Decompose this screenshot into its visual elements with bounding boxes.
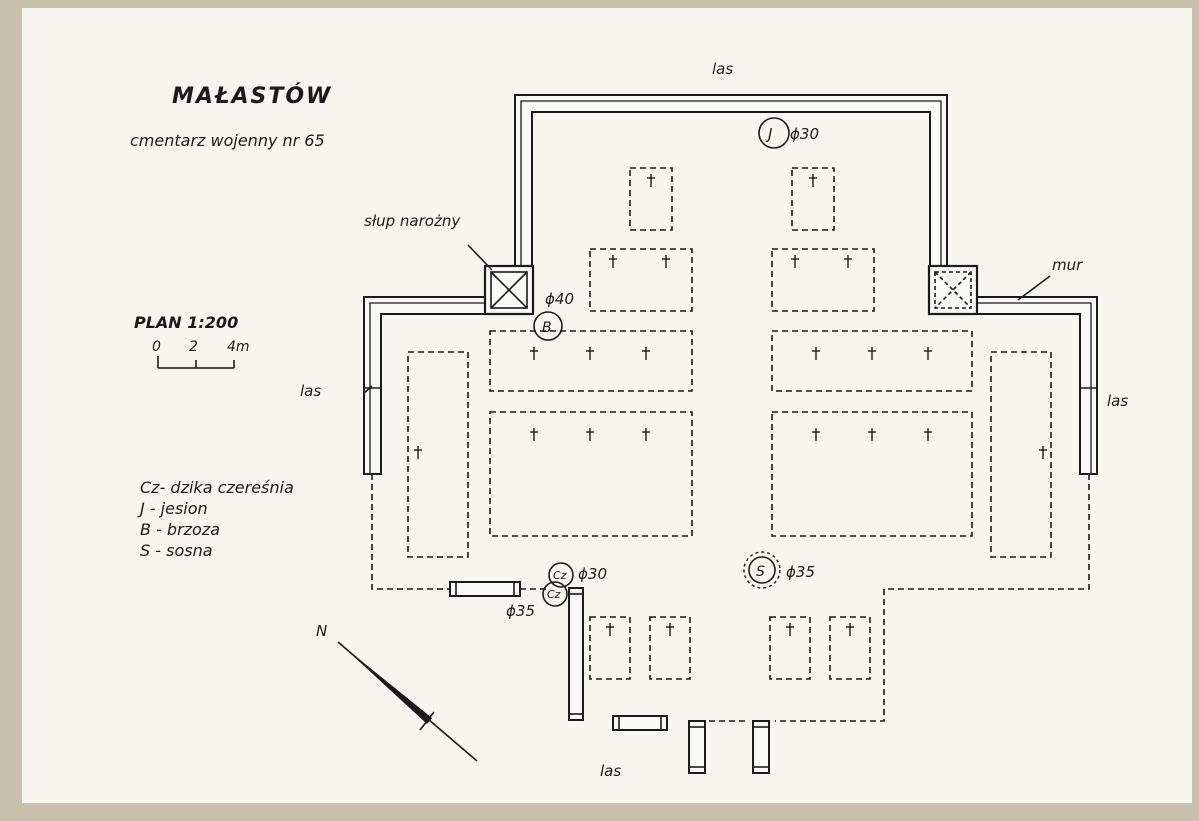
scale-tick-0: 0: [152, 339, 161, 355]
tree-diameter: ϕ30: [790, 125, 819, 143]
tree-diameter: ϕ35: [506, 602, 535, 620]
grave-plot: [489, 330, 693, 392]
grave-plot: [829, 616, 871, 680]
cemetery-wall: [363, 94, 1098, 475]
grave-plot: [771, 330, 973, 392]
grave-plot: [629, 167, 673, 231]
tree-code: J: [765, 125, 772, 143]
tree-S: S ϕ35: [743, 551, 815, 589]
legend-item: Cz- dzika czereśnia: [140, 478, 294, 497]
corner-post-left: [483, 264, 535, 316]
grave-plot: [769, 616, 811, 680]
legend: Cz- dzika czereśnia J - jesion B - brzoz…: [137, 478, 294, 560]
north-label: N: [316, 622, 327, 640]
grave-plot: [649, 616, 691, 680]
north-arrow: N: [316, 622, 478, 762]
forest-label-bottom: las: [600, 762, 621, 780]
plan-sheet: MAŁASTÓW cmentarz wojenny nr 65 PLAN 1:2…: [22, 8, 1192, 803]
grave-plot: [990, 351, 1052, 558]
grave-cross-icon: [606, 623, 614, 636]
grave-plot: [589, 616, 631, 680]
tree-J: J ϕ30: [758, 117, 819, 149]
grave-cross-icon: [662, 255, 670, 268]
grave-cross-icon: [809, 174, 817, 187]
tree-diameter: ϕ30: [578, 565, 607, 583]
scale-bar: [157, 356, 235, 369]
tree-code: B: [542, 320, 552, 336]
grave-cross-icon: [586, 428, 594, 441]
tree-B: B ϕ40: [533, 290, 574, 341]
grave-cross-icon: [924, 428, 932, 441]
grave-plots: [407, 167, 1052, 680]
wall-label: mur: [1052, 256, 1083, 274]
tree-Cz-1: Cz ϕ30: [548, 562, 607, 588]
grave-cross-icon: [786, 623, 794, 636]
scale-tick-4m: 4m: [227, 339, 250, 355]
grave-cross-icon: [647, 174, 655, 187]
grave-cross-icon: [530, 347, 538, 360]
scale-title: PLAN 1:200: [134, 313, 238, 332]
tree-code: S: [756, 564, 765, 580]
grave-cross-icon: [642, 428, 650, 441]
grave-cross-icon: [868, 347, 876, 360]
grave-cross-icon: [812, 347, 820, 360]
legend-item: B - brzoza: [140, 520, 220, 539]
grave-plot: [589, 248, 693, 312]
grave-cross-icon: [924, 347, 932, 360]
tree-Cz-2: Cz ϕ35: [506, 581, 568, 620]
tree-diameter: ϕ35: [786, 563, 815, 581]
tree-code: Cz: [547, 588, 561, 601]
plan-title: MAŁASTÓW: [172, 83, 332, 109]
forest-label-right: las: [1107, 392, 1128, 410]
grave-cross-icon: [812, 428, 820, 441]
corner-post-right: [927, 264, 979, 316]
wall-fragments: [449, 581, 770, 774]
legend-item: J - jesion: [137, 499, 208, 518]
corner-post-label: słup narożny: [364, 212, 461, 230]
grave-cross-icon: [846, 623, 854, 636]
tree-diameter: ϕ40: [545, 290, 574, 308]
grave-plot: [791, 167, 835, 231]
grave-plot: [407, 351, 469, 558]
cemetery-plan: MAŁASTÓW cmentarz wojenny nr 65 PLAN 1:2…: [130, 60, 1128, 780]
grave-cross-icon: [414, 446, 422, 459]
grave-cross-icon: [666, 623, 674, 636]
fence-line: [371, 474, 1090, 722]
forest-label-left: las: [300, 382, 321, 400]
scale-tick-2: 2: [189, 339, 198, 355]
grave-plot: [489, 411, 693, 537]
grave-plot: [771, 248, 875, 312]
plan-subtitle: cmentarz wojenny nr 65: [130, 131, 325, 150]
grave-cross-icon: [844, 255, 852, 268]
legend-item: S - sosna: [140, 541, 213, 560]
forest-label-top: las: [712, 60, 733, 78]
grave-cross-icon: [642, 347, 650, 360]
grave-cross-icon: [1039, 446, 1047, 459]
tree-code: Cz: [553, 569, 567, 582]
grave-cross-icon: [791, 255, 799, 268]
grave-cross-icon: [868, 428, 876, 441]
grave-cross-icon: [586, 347, 594, 360]
grave-cross-icon: [609, 255, 617, 268]
grave-cross-icon: [530, 428, 538, 441]
grave-plot: [771, 411, 973, 537]
